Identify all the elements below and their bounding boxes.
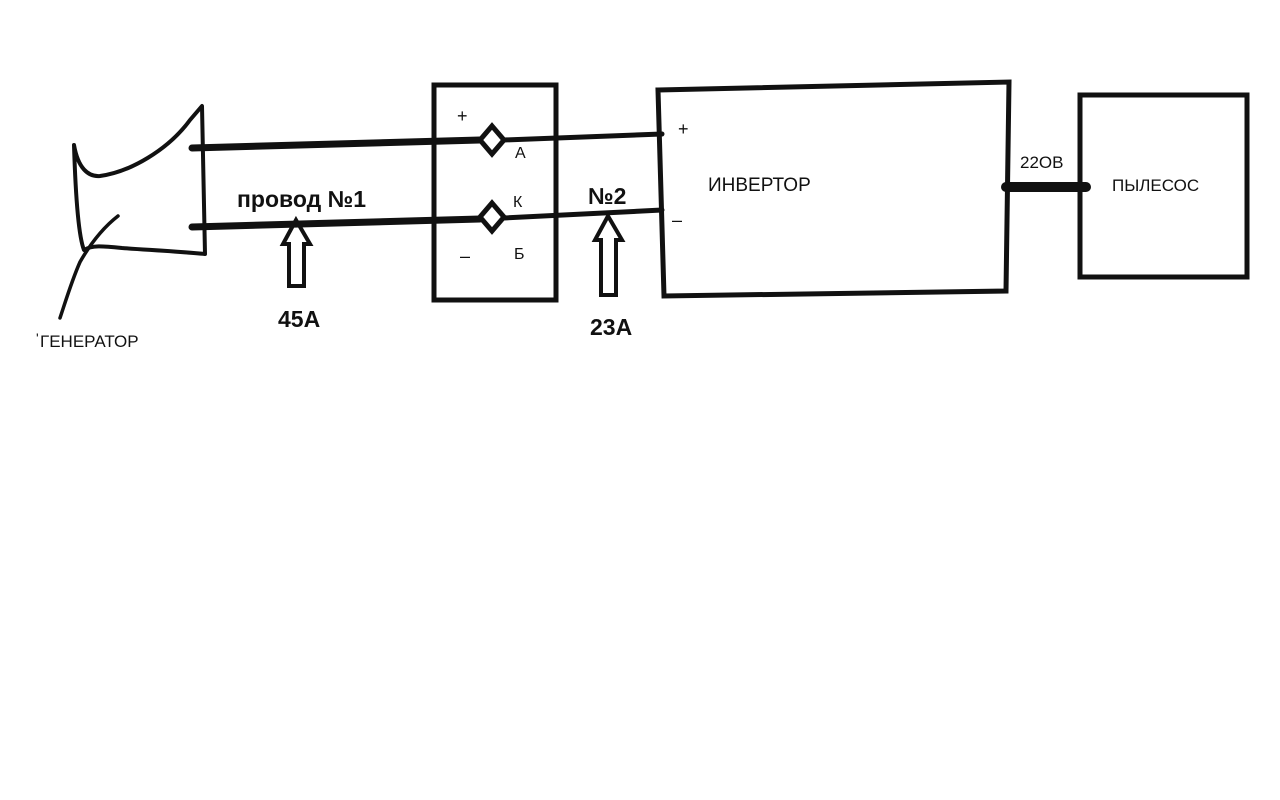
inverter-label: ИНВЕРТОР: [708, 175, 811, 196]
load-box: [1077, 92, 1250, 280]
wire1-label: провод №1: [237, 186, 366, 212]
generator-mark: ': [36, 330, 39, 346]
junction-minus: –: [460, 246, 470, 266]
wire2-positive: [501, 131, 665, 143]
inverter-minus: –: [672, 210, 682, 230]
wire1-positive: [188, 136, 484, 152]
wire1-negative: [188, 215, 484, 231]
generator-label: ГЕНЕРАТОР: [40, 332, 139, 351]
terminal-k-label: К: [513, 194, 523, 211]
inverter-plus: +: [678, 119, 689, 139]
current-arrow-2: [591, 211, 626, 297]
generator: [58, 104, 207, 320]
junction-box: [431, 82, 559, 303]
wire2-negative: [501, 207, 665, 221]
current-arrow-1: [279, 215, 314, 288]
terminal-a-icon: [476, 122, 508, 158]
terminal-b-icon: [476, 199, 508, 235]
terminal-a-label: А: [515, 145, 526, 162]
generator-body: [72, 104, 207, 256]
generator-lead: [58, 214, 120, 320]
load-label: ПЫЛЕСОС: [1112, 176, 1199, 195]
wire2-label: №2: [588, 183, 626, 209]
terminal-b-label: Б: [514, 246, 525, 263]
wire2-current: 23А: [590, 314, 632, 340]
wire1-current: 45А: [278, 306, 320, 332]
junction-plus: +: [457, 106, 468, 126]
inverter-box: [655, 79, 1012, 299]
output-voltage: 22ОВ: [1020, 153, 1063, 172]
